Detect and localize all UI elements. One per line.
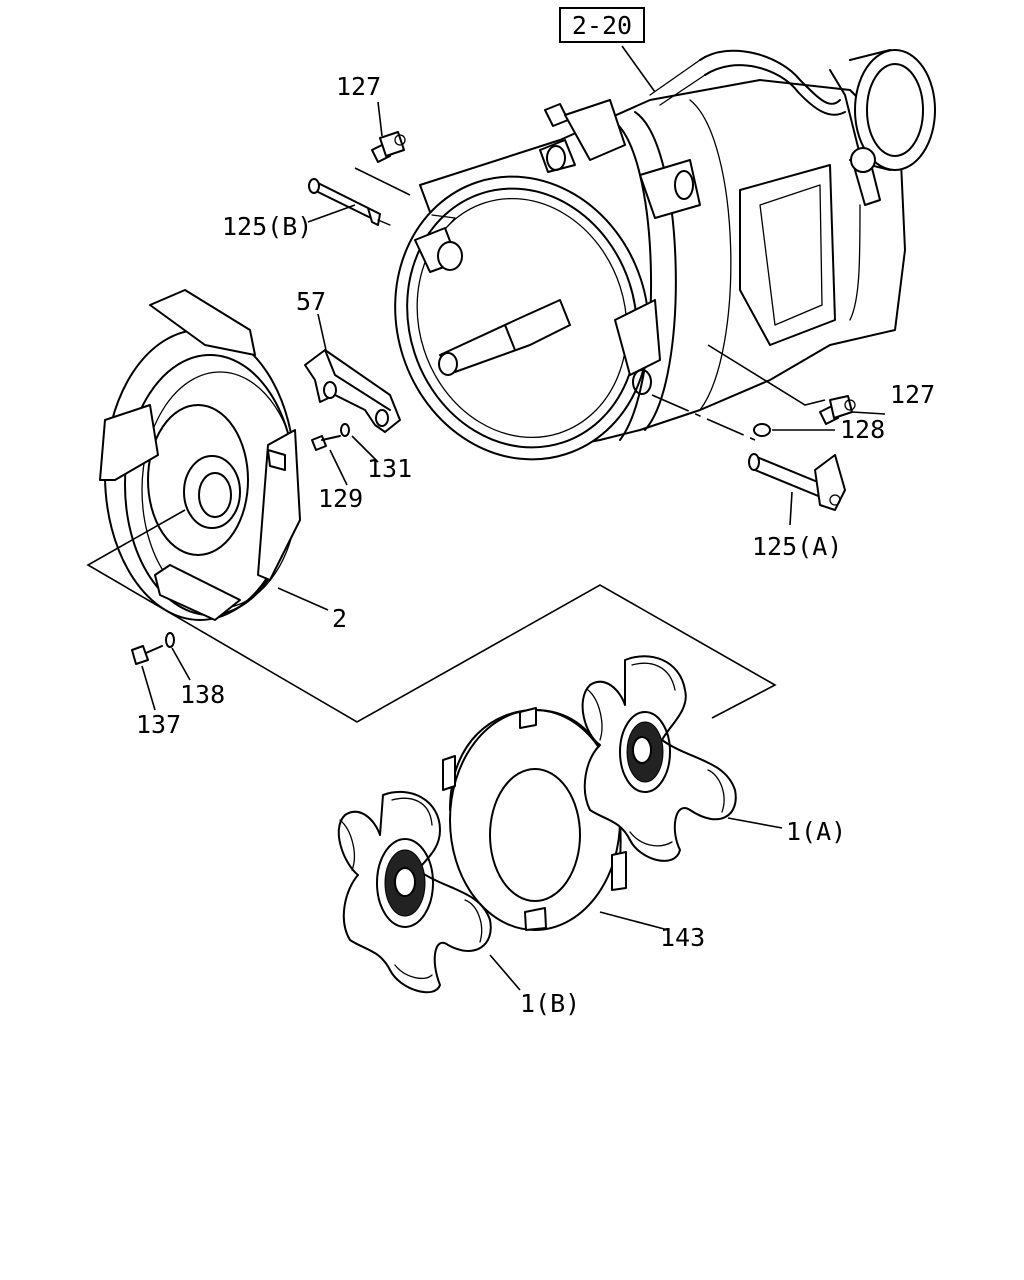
label-143: 143 (660, 923, 705, 952)
label-131: 131 (367, 454, 412, 483)
reference-box-label: 2-20 (572, 11, 632, 40)
label-125b: 125(B) (222, 212, 312, 241)
label-129: 129 (318, 484, 363, 513)
label-1b: 1(B) (520, 989, 580, 1018)
label-127-right: 127 (890, 380, 935, 409)
label-2: 2 (332, 604, 347, 633)
reference-box[interactable]: 2-20 (559, 7, 645, 43)
washer-128[interactable] (753, 423, 771, 437)
shaft-125a[interactable] (748, 453, 846, 511)
washer-138[interactable] (165, 632, 175, 648)
clutch-disc-1a[interactable] (581, 655, 737, 862)
label-1a: 1(A) (786, 817, 846, 846)
clutch-disc-1b[interactable] (337, 790, 492, 994)
washer-131[interactable] (340, 423, 350, 437)
bolt-137[interactable] (131, 645, 163, 665)
grease-fitting-127-top[interactable] (371, 131, 406, 163)
label-57: 57 (296, 287, 326, 316)
bolt-129[interactable] (311, 435, 341, 451)
clutch-cover-2[interactable] (99, 289, 301, 621)
label-137: 137 (136, 710, 181, 739)
label-125a: 125(A) (752, 532, 842, 561)
transmission-housing (394, 49, 936, 461)
label-138: 138 (180, 680, 225, 709)
label-127-top: 127 (336, 72, 381, 101)
bracket-57[interactable] (304, 349, 401, 433)
label-128: 128 (840, 415, 885, 444)
shaft-125b[interactable] (308, 178, 381, 226)
